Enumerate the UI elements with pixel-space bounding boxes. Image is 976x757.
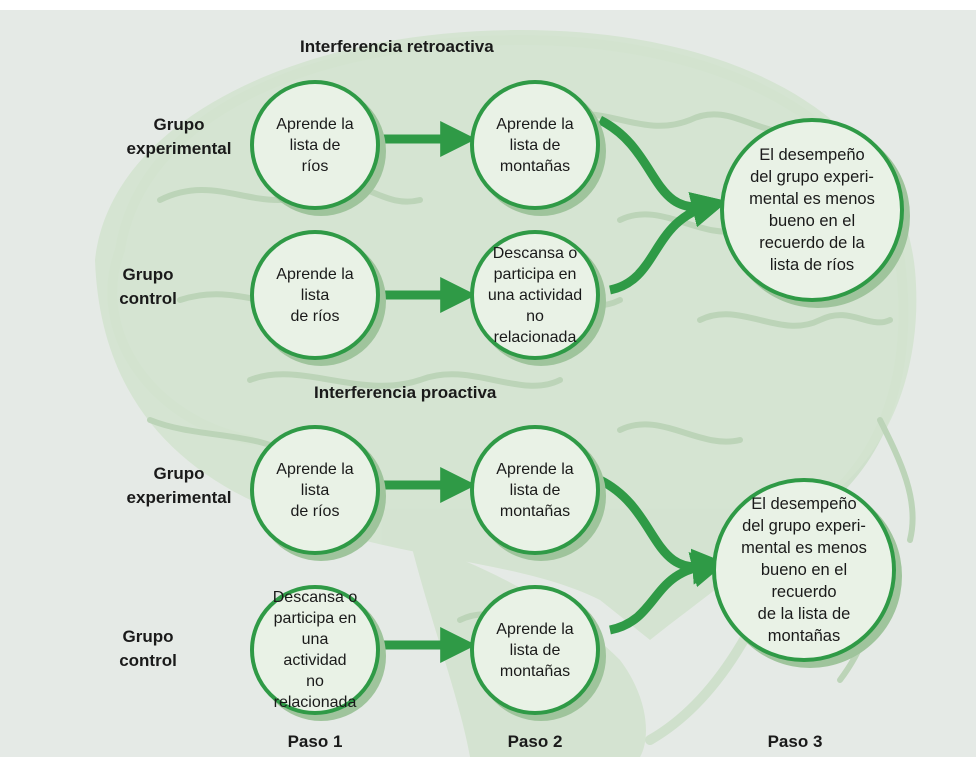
node-pro-exp-step2: Aprende la lista de montañas	[470, 425, 600, 555]
heading-proactive-interference: Interferencia proactiva	[314, 383, 497, 402]
node-retro-ctrl-step1: Aprende la lista de ríos	[250, 230, 380, 360]
group-label-pro-control: Grupo control	[108, 625, 188, 673]
group-label-line: control	[119, 289, 177, 308]
group-label-line: Grupo	[153, 115, 205, 134]
node-pro-result: El desempeño del grupo experi- mental es…	[712, 478, 896, 662]
node-text: Aprende la lista de ríos	[276, 460, 354, 520]
node-retro-exp-step1: Aprende la lista de ríos	[250, 80, 380, 210]
node-pro-exp-step1: Aprende la lista de ríos	[250, 425, 380, 555]
group-label-retro-control: Grupo control	[108, 263, 188, 311]
node-text: El desempeño del grupo experi- mental es…	[741, 495, 867, 645]
node-retro-ctrl-step2: Descansa o participa en una actividad no…	[470, 230, 600, 360]
node-text: Aprende la lista de montañas	[496, 620, 574, 680]
heading-retroactive-interference: Interferencia retroactiva	[300, 37, 494, 56]
node-retro-exp-step2: Aprende la lista de montañas	[470, 80, 600, 210]
group-label-line: Grupo	[122, 627, 174, 646]
group-label-line: experimental	[126, 488, 232, 507]
group-label-pro-experimental: Grupo experimental	[108, 462, 250, 510]
node-text: Descansa o participa en una actividad no…	[272, 589, 358, 711]
node-text: Descansa o participa en una actividad no…	[487, 244, 583, 346]
group-label-retro-experimental: Grupo experimental	[108, 113, 250, 161]
node-retro-result: El desempeño del grupo experi- mental es…	[720, 118, 904, 302]
node-text: Aprende la lista de ríos	[276, 265, 354, 325]
group-label-line: Grupo	[122, 265, 174, 284]
node-text: Aprende la lista de montañas	[496, 460, 574, 520]
node-pro-ctrl-step1: Descansa o participa en una actividad no…	[250, 585, 380, 715]
group-label-line: Grupo	[153, 464, 205, 483]
group-label-line: control	[119, 651, 177, 670]
node-pro-ctrl-step2: Aprende la lista de montañas	[470, 585, 600, 715]
node-text: Aprende la lista de montañas	[496, 115, 574, 175]
step-label-3: Paso 3	[767, 732, 823, 751]
node-text: El desempeño del grupo experi- mental es…	[749, 146, 875, 274]
group-label-line: experimental	[126, 139, 232, 158]
step-label-2: Paso 2	[507, 732, 563, 751]
node-text: Aprende la lista de ríos	[276, 115, 354, 175]
step-label-1: Paso 1	[287, 732, 343, 751]
